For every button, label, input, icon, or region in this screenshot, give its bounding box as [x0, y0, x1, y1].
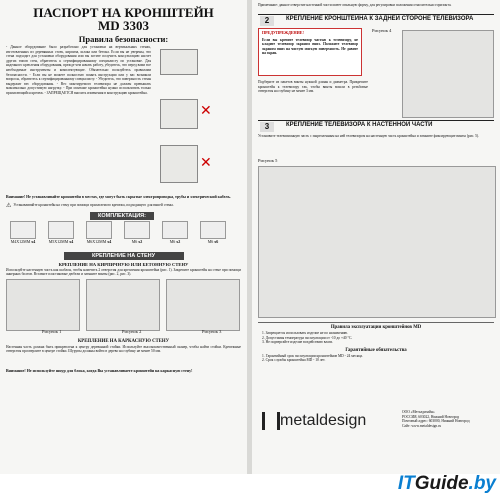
figure-3-caption: Рисунок 3: [202, 328, 222, 334]
section-2-text: Подберите из пакетов винты нужной длины …: [258, 80, 368, 94]
figure-5-caption: Рисунок 5: [258, 158, 278, 163]
logo-text: metaldesign: [280, 412, 367, 429]
kit-list: M4X12MM x4 M5X12MM x4 M6X12MM x4 M6 x2 M…: [0, 220, 247, 251]
figure-3: [166, 278, 240, 331]
warranty-heading: Гарантийные обязательства: [345, 347, 407, 353]
figure-2: [86, 278, 160, 331]
warning-illustration-1: [160, 49, 198, 75]
kit-item: M6 x6: [196, 220, 230, 244]
kit-item: M5X12MM x4: [44, 220, 78, 244]
warning-illustration-2: [160, 99, 198, 129]
figure-2-caption: Рисунок 2: [122, 328, 142, 334]
section-3-header: 3 КРЕПЛЕНИЕ ТЕЛЕВИЗОРА К НАСТЕННОЙ ЧАСТИ: [258, 120, 494, 132]
section-2-header: 2 КРЕПЛЕНИЕ КРОНШТЕЙНА К ЗАДНЕЙ СТОРОНЕ …: [258, 14, 494, 26]
figures-row: Рисунок 1 Рисунок 2 Рисунок 3: [0, 278, 247, 337]
wall-subheading: КРЕПЛЕНИЕ НА КИРПИЧНУЮ ИЛИ БЕТОННУЮ СТЕН…: [58, 261, 189, 267]
warning-icon: ⚠: [6, 202, 12, 209]
kit-item: M6 x2: [158, 220, 192, 244]
bolt-icon: [200, 220, 226, 239]
kit-item: M6 x2: [120, 220, 154, 244]
right-page: Примечание: данное отверстие настенной ч…: [252, 0, 500, 500]
figure-1: [6, 278, 80, 331]
safety-heading: Правила безопасности:: [78, 34, 169, 44]
logo-icon: [262, 412, 280, 430]
warning-box: ПРЕДУПРЕЖДЕНИЕ! Если вы крепите телевизо…: [258, 28, 362, 76]
top-note: Примечание: данное отверстие настенной ч…: [258, 3, 452, 7]
kit-heading: КОМПЛЕКТАЦИЯ:: [90, 211, 154, 220]
rule-item: 2. Допустимая температура эксплуатации о…: [262, 335, 353, 340]
rules-heading: Правила эксплуатации кронштейнов MD: [330, 325, 422, 330]
rule-item: 1. Запрещается использовать изделие не п…: [262, 331, 349, 335]
screw-icon: [86, 220, 112, 239]
figure-5: [258, 166, 496, 318]
section-3-heading: КРЕПЛЕНИЕ ТЕЛЕВИЗОРА К НАСТЕННОЙ ЧАСТИ: [286, 122, 433, 128]
frame-text: Настенная часть должна быть прикреплена …: [6, 344, 241, 354]
frame-heading: КРЕПЛЕНИЕ НА КАРКАСНУЮ СТЕНУ: [77, 338, 170, 344]
wall-text: Используйте настенную часть как шаблон, …: [6, 267, 241, 277]
page-fold: [247, 0, 252, 500]
warranty-item: 2. Срок службы кронштейна MD - 10 лет.: [262, 358, 326, 363]
kit-item: M6X12MM x4: [82, 220, 116, 244]
company-info: ООО «Металдизайн» РОССИЯ, 603022, Нижний…: [402, 410, 470, 428]
screw-icon: [48, 220, 74, 239]
section-2-number: 2: [260, 16, 274, 26]
wall-heading: КРЕПЛЕНИЕ НА СТЕНУ: [63, 251, 184, 260]
figure-4-caption: Рисунок 4: [372, 28, 392, 33]
washer-icon: [124, 220, 150, 239]
figure-1-caption: Рисунок 1: [42, 328, 62, 334]
footer-strip: ITGuide.by: [0, 473, 500, 500]
warning-illustration-3: [160, 145, 198, 183]
safety-text: - Данное оборудование было разработано д…: [6, 45, 151, 95]
watermark: ITGuide.by: [397, 473, 496, 494]
warning-heading: ПРЕДУПРЕЖДЕНИЕ!: [262, 31, 304, 35]
rule-item: 3. Не подвергайте изделие воздействию вл…: [262, 340, 334, 345]
left-page: ПАСПОРТ НА КРОНШТЕЙН MD 3303 Правила без…: [0, 0, 247, 500]
figure-4: [402, 30, 494, 118]
note-text: Устанавливайте кронштейн на стену при по…: [13, 202, 174, 207]
warning-text-right: Если вы крепите телевизор частью к телев…: [262, 37, 358, 56]
warning-text: Внимание! Не устанавливайте кронштейн в …: [6, 195, 231, 199]
washer-icon: [162, 220, 188, 239]
rules-block: Правила эксплуатации кронштейнов MD 1. З…: [258, 322, 494, 363]
cross-icon: ✕: [200, 103, 212, 119]
section-2-heading: КРЕПЛЕНИЕ КРОНШТЕЙНА К ЗАДНЕЙ СТОРОНЕ ТЕ…: [286, 16, 474, 22]
kit-item: M4X12MM x4: [6, 220, 40, 244]
section-3-number: 3: [260, 122, 274, 132]
bottom-warning: Внимание! Не используйте шнур для блока,…: [6, 368, 193, 373]
passport-title: ПАСПОРТ НА КРОНШТЕЙН: [33, 5, 214, 20]
cross-icon: ✕: [200, 155, 212, 171]
warranty-item: 1. Гарантийный срок эксплуатации кронште…: [262, 353, 363, 358]
section-3-text: Установите телевизионную часть с закрепл…: [258, 134, 480, 138]
model-number: MD 3303: [98, 18, 149, 33]
screw-icon: [10, 220, 36, 239]
